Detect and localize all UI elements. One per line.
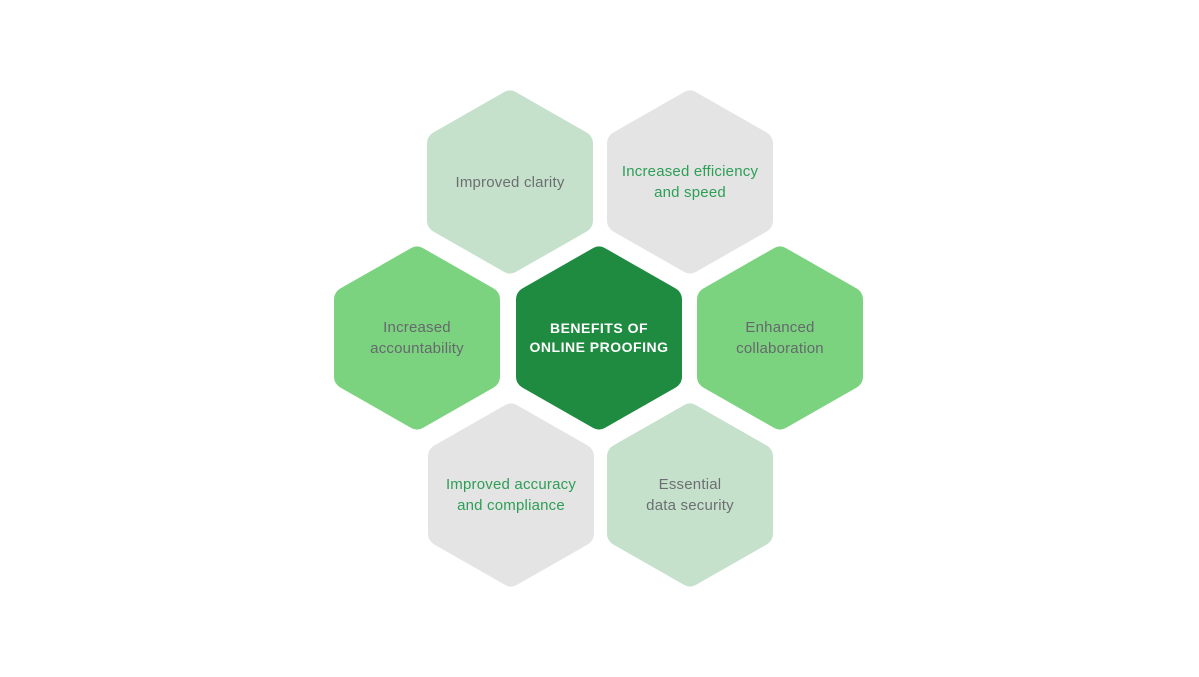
hex-essential-data-security: Essential data security bbox=[607, 403, 773, 587]
hex-improved-accuracy: Improved accuracy and compliance bbox=[428, 403, 594, 587]
hex-increased-efficiency: Increased efficiency and speed bbox=[607, 90, 773, 274]
hex-label-improved-accuracy: Improved accuracy and compliance bbox=[445, 476, 577, 514]
hex-center-benefits-of-online-proofing: BENEFITS OF ONLINE PROOFING bbox=[516, 246, 682, 430]
hexagon-shape-icon bbox=[428, 403, 594, 587]
hex-increased-accountability: Increased accountability bbox=[334, 246, 500, 430]
hexagon-shape-icon bbox=[334, 246, 500, 430]
hex-improved-clarity: Improved clarity bbox=[427, 90, 593, 274]
hex-label-increased-accountability: Increased accountability bbox=[370, 319, 464, 357]
hexagon-shape-icon bbox=[607, 90, 773, 274]
hexagon-polygon bbox=[697, 246, 863, 430]
hexagon-polygon bbox=[428, 403, 594, 587]
hex-label-increased-efficiency: Increased efficiency and speed bbox=[621, 163, 759, 201]
hexagon-polygon bbox=[516, 246, 682, 430]
hexagon-polygon bbox=[334, 246, 500, 430]
hexagon-polygon bbox=[607, 90, 773, 274]
hex-label-essential-data-security: Essential data security bbox=[646, 476, 734, 514]
hexagon-shape-icon bbox=[607, 403, 773, 587]
center-title: BENEFITS OF ONLINE PROOFING bbox=[529, 320, 669, 355]
hexagon-shape-icon bbox=[427, 90, 593, 274]
hexagon-polygon bbox=[607, 403, 773, 587]
hexagon-polygon bbox=[427, 90, 593, 274]
hexagon-shape-icon bbox=[516, 246, 682, 430]
hex-enhanced-collaboration: Enhanced collaboration bbox=[697, 246, 863, 430]
hex-label-improved-clarity: Improved clarity bbox=[455, 173, 565, 191]
hex-label-enhanced-collaboration: Enhanced collaboration bbox=[736, 319, 824, 357]
hexagon-shape-icon bbox=[697, 246, 863, 430]
